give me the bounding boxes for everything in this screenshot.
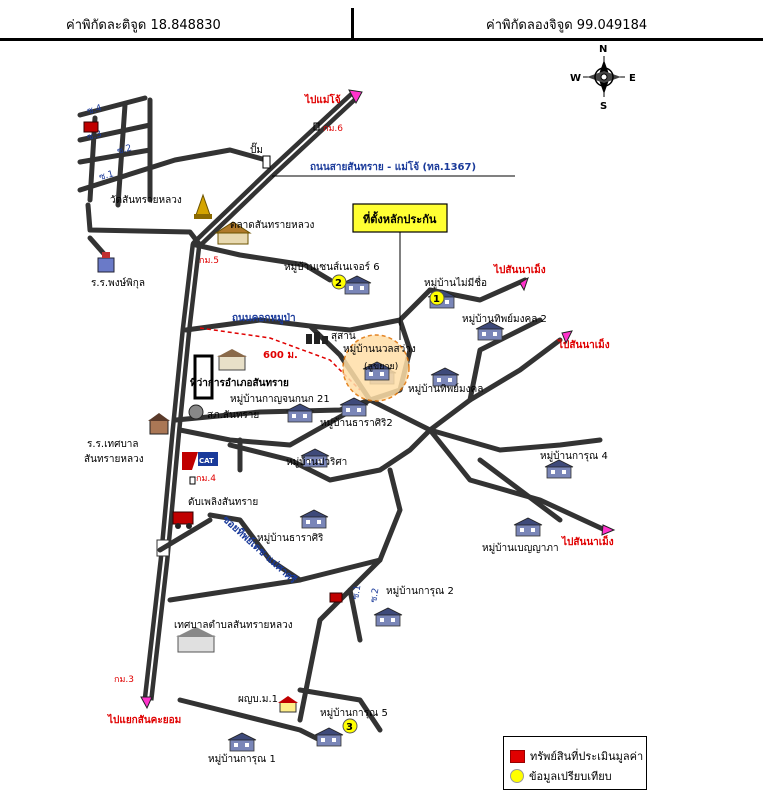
village-kanjanakanok21-label: หมู่บ้านกาญจนกนก 21 (230, 393, 330, 405)
cemetery-icon (306, 332, 328, 344)
village-karun4-label: หมู่บ้านการุณ 4 (540, 450, 608, 462)
soi4-label: ซ.4 (86, 103, 103, 117)
compass-n: N (599, 44, 607, 55)
compass-w: W (570, 73, 581, 84)
to-maejo-label: ไปแม่โจ้ (304, 93, 341, 106)
pump-icon (262, 155, 271, 169)
subject-callout-box (352, 203, 448, 233)
to-sannameng-2: ไปสันนาเม็ง (557, 337, 610, 351)
market-label: ตลาดสันทรายหลวง (230, 220, 314, 231)
school-label-line1: ร.ร.เทศบาล (87, 439, 139, 450)
legend-row-comparison: ข้อมูลเปรียบเทียบ (510, 767, 612, 785)
soi2b-label: ซ.2 (369, 587, 381, 603)
red-flag-icon (83, 121, 343, 603)
wat-label: วัดสันทรายหลวง (110, 195, 182, 206)
village-nameless-label: หมู่บ้านไม่มีชื่อ (424, 275, 487, 289)
soi-road-label: ซอยทิพย์เดช-แม่ศาศรี (220, 513, 299, 586)
main-road-label: ถนนสายสันทราย - แม่โจ้ (ทล.1367) (310, 160, 476, 173)
km6-post (313, 122, 320, 131)
legend-asset-swatch (510, 749, 525, 763)
km6-label: กม.6 (323, 124, 343, 134)
soi2-label: ซ.2 (116, 143, 133, 156)
cemetery-label: สุสาน (331, 331, 356, 342)
comparison-marker-3-label: 3 (346, 722, 353, 733)
village-karun2-label: หมู่บ้านการุณ 2 (386, 585, 454, 597)
fire-station-label: ดับเพลิงสันทราย (188, 497, 258, 508)
fire-station-icon (172, 511, 194, 529)
police-label: สภ.สันทราย (207, 410, 259, 421)
header-rule (0, 38, 763, 41)
district-office-icon (193, 349, 247, 400)
hospital-label: ร.ร.พงษ์พิกุล (91, 277, 145, 289)
km3-label: กม.3 (114, 675, 134, 685)
direction-arrows (140, 89, 616, 710)
comparison-marker-2 (331, 274, 347, 290)
soi1b-label: ซ.1 (351, 584, 363, 600)
cat-label: CAT (199, 457, 214, 465)
km4-post (189, 476, 196, 485)
to-sankhayom-label: ไปแยกสันคะยอม (107, 713, 181, 726)
headman-icon (278, 696, 298, 713)
pump-label: ปั๊ม (250, 142, 263, 156)
district-office-label: ที่ว่าการอำเภอสันทราย (190, 375, 289, 389)
soi1-label: ซ.1 (98, 169, 115, 182)
km5-label: กม.5 (199, 256, 219, 266)
compass-s: S (600, 101, 607, 112)
nong-road-label: ถนนคอกหมูป่า (232, 312, 296, 325)
village-karun1-label: หมู่บ้านการุณ 1 (208, 753, 276, 765)
legend-asset-label: ทรัพย์สินที่ประเมินมูลค่า (530, 750, 644, 763)
coordinate-header: ค่าพิกัดละติจูด 18.848830 ค่าพิกัดลองจิจ… (0, 0, 763, 41)
longitude-label: ค่าพิกัดลองจิจูด 99.049184 (486, 18, 648, 33)
municipality-label: เทศบาลตำบลสันทรายหลวง (174, 620, 293, 631)
legend-row-asset: ทรัพย์สินที่ประเมินมูลค่า (510, 747, 643, 765)
village-karun5-label: หมู่บ้านการุณ 5 (320, 707, 388, 719)
soi3-label: ซ.3 (86, 129, 103, 142)
subject-callout-label: ที่ตั้งหลักประกัน (363, 211, 437, 226)
compass-e: E (629, 73, 636, 84)
market-icon (214, 221, 252, 245)
to-sannameng-3: ไปสันนาเม็ง (561, 534, 614, 548)
comparison-marker-2-label: 2 (335, 278, 342, 289)
comparison-marker-1-label: 1 (433, 294, 440, 305)
road-network (77, 95, 608, 743)
village-benyapha-label: หมู่บ้านเบญญาภา (482, 542, 559, 554)
legend-comparison-label: ข้อมูลเปรียบเทียบ (529, 770, 612, 783)
compass-rose: N S E W (570, 44, 636, 112)
distance-label: 600 ม. (263, 350, 298, 361)
school-label-line2: สันทรายหลวง (84, 454, 144, 465)
temple-icon (194, 193, 212, 219)
police-icon (188, 404, 204, 420)
header-divider (351, 8, 354, 40)
map-legend: ทรัพย์สินที่ประเมินมูลค่า ข้อมูลเปรียบเท… (503, 736, 647, 790)
municipality-icon (176, 627, 216, 653)
village-thipmongkol2-label: หมู่บ้านทิพย์มงคล 2 (462, 313, 547, 325)
comparison-marker-1 (429, 290, 445, 306)
latitude-label: ค่าพิกัดละติจูด 18.848830 (66, 18, 221, 33)
village-thanasiri-label: หมู่บ้านธาราศิริ (257, 532, 324, 544)
village-extension-label: (ลูขยาย) (364, 362, 398, 372)
village-thanasiri2-label: หมู่บ้านธาราศิริ2 (320, 417, 393, 429)
village-nuansawang-label: หมู่บ้านนวลสว่าง (343, 343, 416, 355)
village-thipmongkol-label: หมู่บ้านทิพย์มงคล (408, 383, 483, 395)
comparison-marker-3 (342, 718, 358, 734)
village-parisa-label: หมู่บ้านปวริศา (286, 456, 347, 468)
school-icon (148, 413, 170, 435)
to-sannameng-1: ไปสันนาเม็ง (493, 262, 546, 276)
cat-logo-icon (182, 452, 218, 470)
village-century6-label: หมู่บ้านเซนส์เนเจอร์ 6 (284, 261, 380, 273)
hospital-icon (97, 252, 115, 273)
legend-comparison-swatch (510, 769, 524, 783)
km4-label: กม.4 (196, 474, 216, 484)
headman-label: ผญบ.ม.1 (238, 694, 278, 705)
